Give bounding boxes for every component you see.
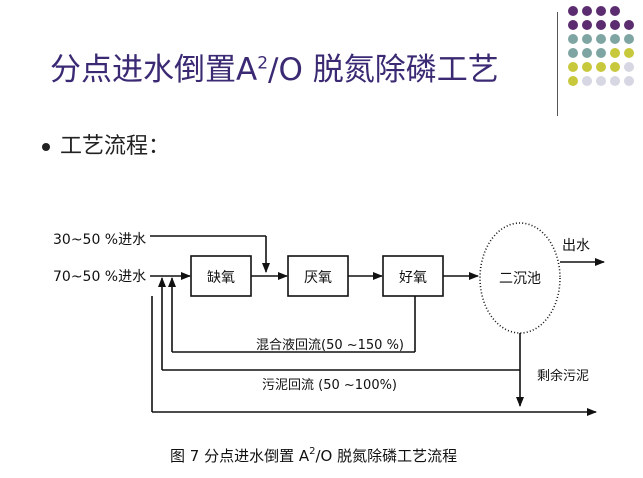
bullet-item: 工艺流程： <box>42 128 170 160</box>
decorative-dot <box>596 34 606 44</box>
decorative-dot <box>596 62 606 72</box>
decorative-dot <box>624 34 634 44</box>
decorative-dot <box>596 20 606 30</box>
decorative-dot <box>624 48 634 58</box>
figure-caption: 图 7 分点进水倒置 A2/O 脱氮除磷工艺流程 <box>170 446 457 465</box>
decorative-dot <box>624 20 634 30</box>
decorative-dot <box>582 48 592 58</box>
caption-superscript: 2 <box>309 446 315 457</box>
outflow-label: 出水 <box>562 238 590 254</box>
anoxic-label: 缺氧 <box>207 270 235 286</box>
decorative-dot <box>610 6 620 16</box>
decorative-dot <box>582 6 592 16</box>
anaerobic-label: 厌氧 <box>304 270 332 286</box>
decorative-dot <box>582 20 592 30</box>
caption-prefix: 图 7 分点进水倒置 A <box>170 447 310 465</box>
decorative-dot <box>610 34 620 44</box>
decorative-dot <box>596 48 606 58</box>
excess-sludge-label: 剩余污泥 <box>537 368 589 384</box>
decorative-dot <box>582 34 592 44</box>
bullet-dot-icon <box>42 143 50 151</box>
decorative-dot <box>596 76 606 86</box>
decorative-dot <box>568 6 578 16</box>
decorative-dot <box>624 76 634 86</box>
decorative-dot <box>568 34 578 44</box>
decorative-dot <box>582 62 592 72</box>
clarifier-label: 二沉池 <box>499 271 541 287</box>
anaerobic-box <box>287 255 349 297</box>
title-suffix: /O 脱氮除磷工艺 <box>268 52 499 88</box>
mixed-recycle-label: 混合液回流(50 ~150 %) <box>256 338 404 353</box>
decorative-dot <box>610 76 620 86</box>
inflow-top-label: 30~50 %进水 <box>53 232 146 248</box>
slide-title: 分点进水倒置A2/O 脱氮除磷工艺 <box>50 44 499 89</box>
title-prefix: 分点进水倒置A <box>50 52 258 88</box>
decorative-dot <box>582 76 592 86</box>
decorative-dot <box>568 48 578 58</box>
decorative-dot <box>568 62 578 72</box>
decorative-dot <box>610 20 620 30</box>
decorative-dot <box>596 6 606 16</box>
title-superscript: 2 <box>257 53 269 74</box>
caption-suffix: /O 脱氮除磷工艺流程 <box>316 447 458 465</box>
bullet-text: 工艺流程： <box>60 134 171 159</box>
clarifier-circle <box>479 222 561 334</box>
aerobic-label: 好氧 <box>399 270 427 286</box>
decorative-dot <box>610 48 620 58</box>
title-divider <box>557 12 558 116</box>
decorative-dot <box>568 20 578 30</box>
decorative-dot <box>568 76 578 86</box>
inflow-bottom-label: 70~50 %进水 <box>53 269 146 285</box>
decorative-dot <box>624 62 634 72</box>
sludge-recycle-label: 污泥回流 (50 ~100%) <box>262 378 397 393</box>
decorative-dot <box>610 62 620 72</box>
aerobic-box <box>382 255 444 297</box>
